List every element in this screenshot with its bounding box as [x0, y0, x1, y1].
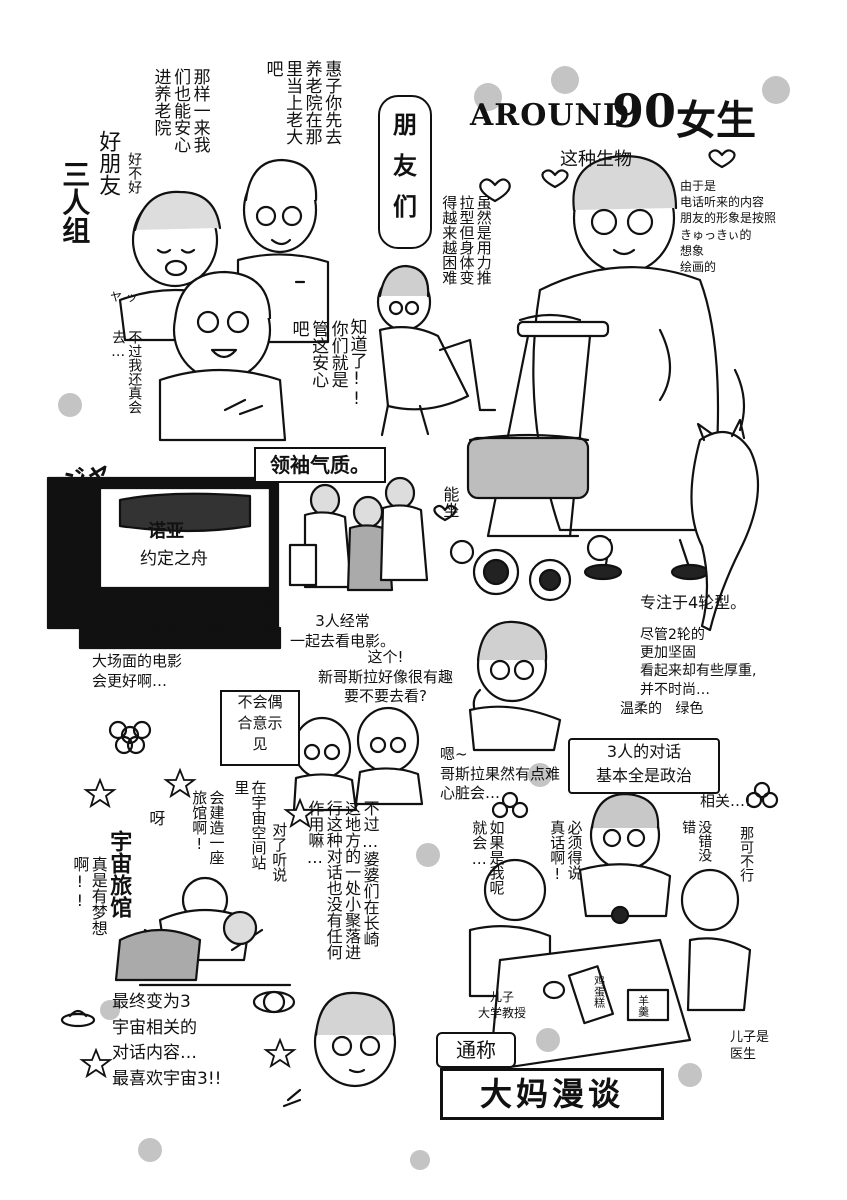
- three-women-movie-figures: [288, 476, 429, 592]
- dialogue-really-go: 不过我还真会去…: [110, 330, 143, 414]
- politics-text: 3人的对话 基本全是政治: [595, 742, 692, 785]
- space-dream: 真是有梦想啊!!: [70, 856, 108, 936]
- cat-drawing: [690, 368, 760, 632]
- dialogue-know: 知道了!!: [346, 318, 367, 409]
- sweat-mark: ヤ ッ: [110, 290, 138, 304]
- banner-char-2: 友: [393, 152, 417, 180]
- snack-label-2: 羊羹: [636, 995, 650, 1017]
- friend-laughing-figure: [158, 270, 287, 442]
- theater-frame: [46, 476, 282, 650]
- two-wheel-note: 尽管2轮的 更加坚固 看起来却有些厚重, 并不时尚…: [640, 627, 757, 698]
- friend-keiko-figure: [118, 190, 232, 342]
- flower-decoration-icons: [108, 720, 779, 819]
- right-no: 那可不行: [738, 826, 755, 882]
- friend-glasses-figure: [236, 158, 330, 344]
- son-professor: 儿子 大学教授: [478, 990, 527, 1020]
- two-women-phone-figures: [292, 706, 424, 812]
- space-ya: 呀: [146, 810, 166, 826]
- dialogue-keiko: 惠子你先去养老院在那里当上老大吧: [262, 60, 342, 145]
- movie-title-b: 约定之舟: [140, 549, 208, 569]
- dialogue-nursing-home: 那样一来我们也能安心进养老院: [150, 68, 210, 153]
- leadership-box: 领袖气质。: [254, 447, 386, 483]
- phone-source-note: 由于是 电话听来的内容 朋友的形象是按照 きゅっきぃ的 想象 绘画的: [680, 179, 777, 274]
- four-wheel-note: 专注于4轮型。: [640, 593, 747, 612]
- space-heard: 对了听说: [270, 822, 289, 882]
- can-sit-label: 能坐: [440, 486, 460, 518]
- walker-caption: 虽然是用力推拉型但身体变得越来越困难: [440, 195, 493, 285]
- banner-char-3: 们: [393, 193, 417, 221]
- title-subtitle: 这种生物: [560, 149, 632, 170]
- nickname-big-text: 大妈漫谈: [479, 1075, 624, 1113]
- phone-woman-figure: [468, 620, 562, 752]
- not-agree-box: 不会偶 合意示 见: [220, 690, 300, 766]
- dialogue-ok: 好不好: [126, 152, 143, 194]
- walker-woman-figure: [376, 264, 497, 437]
- good-friends-label: 好朋友: [95, 130, 121, 196]
- snack-label-1: 鸡蛋糕: [592, 975, 606, 1008]
- walker-cart-drawing: [449, 320, 614, 602]
- if-me: 如果是我呢就会…: [470, 820, 506, 895]
- not-agree-text: 不会偶 合意示 见: [237, 693, 283, 753]
- leadership-text: 领袖气质。: [270, 453, 370, 477]
- nickname-big-box: 大妈漫谈: [440, 1068, 664, 1120]
- trio-label: 三人组: [58, 160, 92, 244]
- space-build: 会建造一座旅馆啊!: [190, 790, 226, 865]
- star-decoration-icons: [79, 767, 317, 1079]
- space-hotel: 宇宙旅馆: [106, 830, 132, 918]
- politics-box: 3人的对话 基本全是政治: [568, 738, 720, 794]
- godzilla-reply: 嗯~ 哥斯拉果然有点难 心脏会…: [440, 745, 561, 802]
- banner-char-1: 朋: [393, 111, 417, 139]
- son-doctor: 儿子是 医生: [730, 1030, 770, 1062]
- title-number: 90: [612, 84, 677, 138]
- big-screen-caption: 大场面的电影 会更好啊…: [92, 652, 183, 690]
- nickname-small-text: 通称: [456, 1038, 496, 1062]
- nickname-small-box: 通称: [436, 1032, 516, 1068]
- space-scene: [60, 876, 397, 1108]
- space-station: 在宇宙空间站里: [232, 780, 268, 870]
- screentone-dots: [58, 66, 790, 1170]
- green-color-note: 温柔的 绿色: [620, 701, 704, 717]
- go-movie-caption: 3人经常 一起去看电影。: [290, 612, 396, 650]
- friends-banner: 朋 友 们: [378, 95, 432, 249]
- title-han: 女生: [676, 97, 756, 144]
- politics-tail: 相关…!: [700, 792, 752, 810]
- space-final: 最终变为3 宇宙相关的 对话内容… 最喜欢宇宙3!!: [112, 992, 222, 1089]
- dialogue-rest-assured: 你们就是管这安心吧: [288, 320, 348, 388]
- title-latin: AROUND: [470, 98, 630, 133]
- right-agree: 没错没错: [680, 820, 713, 862]
- nagasaki-aside: 不过…婆婆们在长崎这地方的一处小聚落进行这种对话也没有任何作用嘛…: [305, 800, 380, 960]
- movie-title-a: 诺亚: [148, 521, 184, 542]
- godzilla-invite: 这个! 新哥斯拉好像很有趣 要不要去看?: [318, 648, 454, 705]
- must-speak-truth: 必须得说真话啊!: [548, 820, 584, 883]
- heart-decoration-icons: [433, 149, 736, 522]
